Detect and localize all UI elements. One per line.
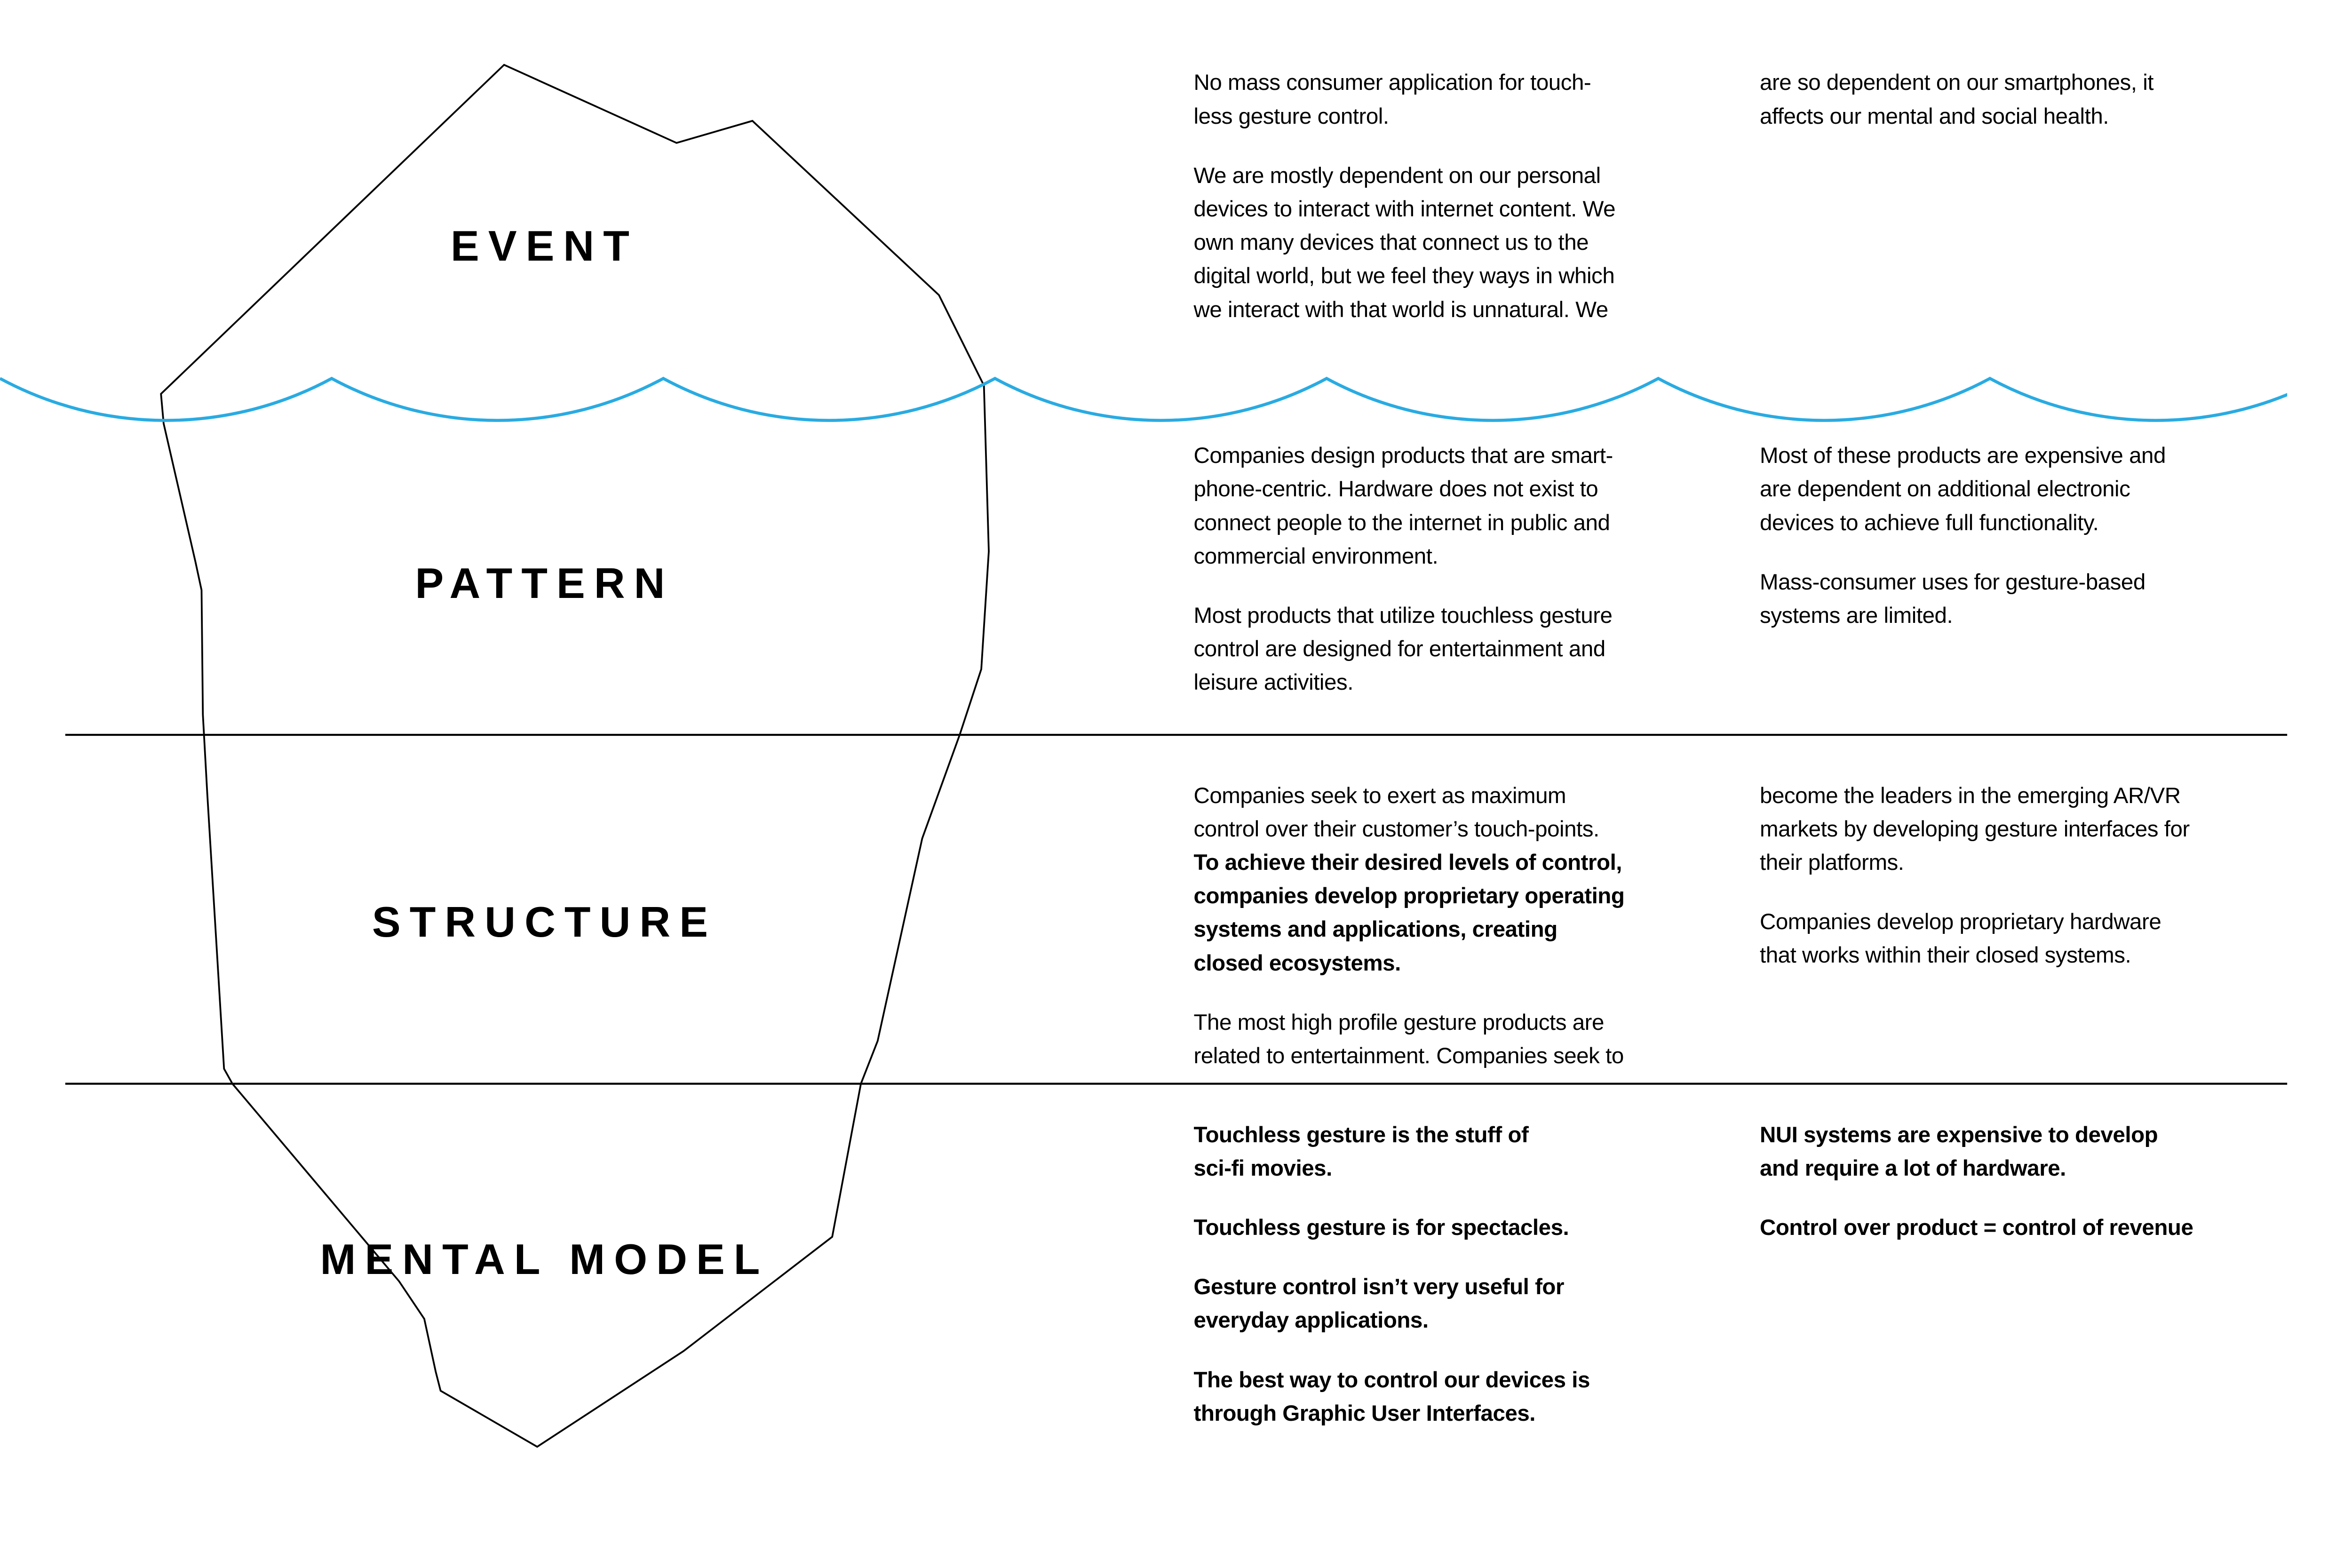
level-label-pattern: PATTERN <box>415 559 674 607</box>
mental-model-belief: Touchless gesture is for spectacles. <box>1193 1215 1569 1240</box>
pattern-paragraph: Most products that utilize touchless ges… <box>1193 603 1613 695</box>
structure-paragraph: become the leaders in the emerging AR/VR… <box>1760 783 2190 876</box>
structure-paragraph: Companies develop proprietary hardware t… <box>1760 909 2161 968</box>
mental-model-belief: Touchless gesture is the stuff of sci-fi… <box>1193 1122 1529 1181</box>
level-label-structure: STRUCTURE <box>372 899 717 946</box>
structure-text-column-2: become the leaders in the emerging AR/VR… <box>1760 779 2331 998</box>
structure-paragraph: The most high profile gesture products a… <box>1193 1010 1624 1069</box>
diagram-canvas <box>0 64 2288 1448</box>
mental-model-text-column-1: Touchless gesture is the stuff of sci-fi… <box>1194 1118 1765 1456</box>
structure-paragraph: Companies seek to exert as maximum contr… <box>1194 779 1765 980</box>
structure-paragraph-bold-part: To achieve their desired levels of contr… <box>1193 850 1625 976</box>
level-label-event: EVENT <box>451 222 638 270</box>
waterline-wave <box>0 376 2288 422</box>
level-label-mental-model: MENTAL MODEL <box>320 1236 769 1284</box>
structure-text-column-1: Companies seek to exert as maximum contr… <box>1194 779 1765 1099</box>
mental-model-belief: The best way to control our devices is t… <box>1193 1367 1590 1426</box>
mental-model-belief: NUI systems are expensive to develop and… <box>1760 1122 2158 1181</box>
event-paragraph: No mass consumer application for touch- … <box>1193 70 1591 129</box>
structure-paragraph-regular-part: Companies seek to exert as maximum contr… <box>1193 783 1600 842</box>
pattern-paragraph: Mass-consumer uses for gesture-based sys… <box>1760 569 2145 628</box>
event-paragraph: are so dependent on our smartphones, it … <box>1760 70 2154 129</box>
mental-model-belief: Control over product = control of revenu… <box>1760 1215 2193 1240</box>
mental-model-text-column-2: NUI systems are expensive to develop and… <box>1760 1118 2331 1271</box>
pattern-text-column-1: Companies design products that are smart… <box>1194 439 1765 725</box>
iceberg-diagram: EVENT PATTERN STRUCTURE MENTAL MODEL No … <box>0 64 2331 1456</box>
iceberg-outline <box>160 64 990 1448</box>
pattern-paragraph: Companies design products that are smart… <box>1193 443 1613 569</box>
mental-model-belief: Gesture control isn’t very useful for ev… <box>1193 1274 1565 1333</box>
event-paragraph: We are mostly dependent on our personal … <box>1193 163 1616 322</box>
event-text-column-2: are so dependent on our smartphones, it … <box>1760 66 2331 159</box>
event-text-column-1: No mass consumer application for touch- … <box>1194 66 1765 352</box>
pattern-paragraph: Most of these products are expensive and… <box>1760 443 2166 535</box>
pattern-text-column-2: Most of these products are expensive and… <box>1760 439 2331 658</box>
